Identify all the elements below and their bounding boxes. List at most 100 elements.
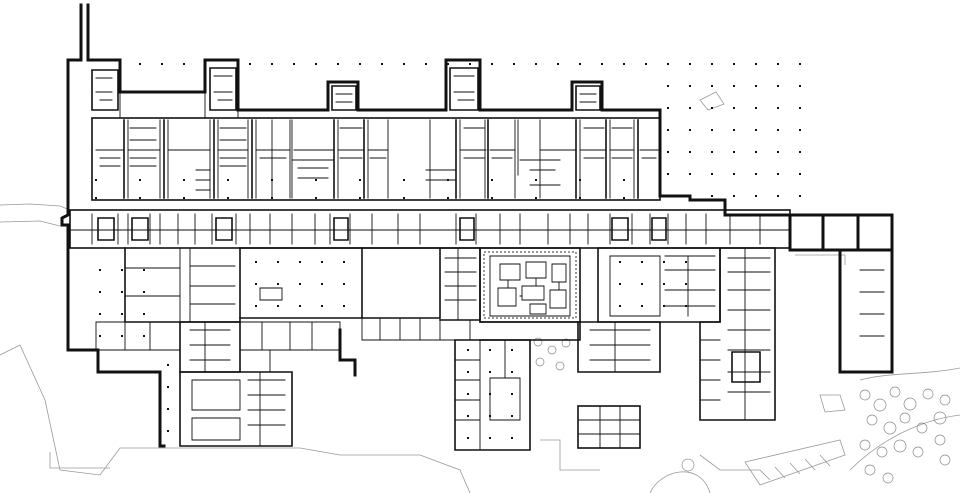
column-dot <box>663 261 665 263</box>
column-dot <box>321 283 323 285</box>
column-dot <box>491 63 493 65</box>
column-dot <box>425 63 427 65</box>
column-dot <box>619 283 621 285</box>
column-dot <box>255 261 257 263</box>
column-dot <box>167 386 169 388</box>
column-dot <box>733 63 735 65</box>
column-dot <box>467 437 469 439</box>
column-dot <box>467 415 469 417</box>
column-dot <box>623 179 625 181</box>
column-dot <box>491 197 493 199</box>
column-dot <box>685 283 687 285</box>
column-dot <box>755 151 757 153</box>
column-dot <box>359 179 361 181</box>
column-dot <box>535 179 537 181</box>
column-dot <box>403 179 405 181</box>
courtyard-annex <box>577 405 641 449</box>
column-dot <box>121 335 123 337</box>
column-dot <box>403 63 405 65</box>
column-dot <box>359 197 361 199</box>
column-dot <box>143 335 145 337</box>
column-dot <box>733 195 735 197</box>
column-dot <box>623 197 625 199</box>
column-dot <box>511 349 513 351</box>
column-dot <box>121 313 123 315</box>
column-dot <box>711 195 713 197</box>
lower-east-block <box>577 247 776 421</box>
column-dot <box>755 107 757 109</box>
column-dot <box>121 291 123 293</box>
column-dot <box>733 151 735 153</box>
column-dot <box>645 63 647 65</box>
column-dot <box>143 269 145 271</box>
column-dot <box>227 179 229 181</box>
trees <box>533 337 951 484</box>
column-dot <box>689 173 691 175</box>
column-dot <box>799 129 801 131</box>
column-dot <box>557 63 559 65</box>
column-dot <box>579 63 581 65</box>
column-dot <box>733 173 735 175</box>
column-dot <box>799 85 801 87</box>
column-dot <box>777 173 779 175</box>
column-dot <box>469 63 471 65</box>
column-dot <box>799 173 801 175</box>
main-corridor <box>69 209 791 249</box>
column-dot <box>489 349 491 351</box>
column-dot <box>667 151 669 153</box>
column-dot <box>601 63 603 65</box>
column-dot <box>121 269 123 271</box>
column-dot <box>511 437 513 439</box>
column-dot <box>315 179 317 181</box>
column-dot <box>777 85 779 87</box>
column-dot <box>467 393 469 395</box>
column-dot <box>663 283 665 285</box>
column-dot <box>513 63 515 65</box>
column-dot <box>755 63 757 65</box>
structural-columns <box>95 63 801 439</box>
column-dot <box>343 283 345 285</box>
column-dot <box>467 371 469 373</box>
column-dot <box>619 261 621 263</box>
column-dot <box>183 179 185 181</box>
column-dot <box>321 305 323 307</box>
column-dot <box>161 63 163 65</box>
column-dot <box>489 437 491 439</box>
column-dot <box>711 63 713 65</box>
column-dot <box>143 291 145 293</box>
column-dot <box>799 107 801 109</box>
column-dot <box>403 197 405 199</box>
column-dot <box>277 261 279 263</box>
column-dot <box>667 173 669 175</box>
column-dot <box>799 195 801 197</box>
column-dot <box>777 195 779 197</box>
column-dot <box>467 349 469 351</box>
column-dot <box>733 107 735 109</box>
column-dot <box>491 179 493 181</box>
column-dot <box>381 63 383 65</box>
column-dot <box>343 261 345 263</box>
column-dot <box>799 63 801 65</box>
column-dot <box>321 261 323 263</box>
column-dot <box>667 107 669 109</box>
column-dot <box>689 129 691 131</box>
column-dot <box>139 179 141 181</box>
column-dot <box>99 291 101 293</box>
column-dot <box>99 269 101 271</box>
column-dot <box>167 364 169 366</box>
column-dot <box>755 129 757 131</box>
column-dot <box>167 408 169 410</box>
column-dot <box>167 430 169 432</box>
column-dot <box>667 63 669 65</box>
column-dot <box>711 173 713 175</box>
column-dot <box>535 63 537 65</box>
column-dot <box>755 85 757 87</box>
column-dot <box>777 107 779 109</box>
column-dot <box>139 63 141 65</box>
column-dot <box>777 63 779 65</box>
column-dot <box>299 305 301 307</box>
column-dot <box>711 129 713 131</box>
column-dot <box>99 335 101 337</box>
column-dot <box>95 179 97 181</box>
